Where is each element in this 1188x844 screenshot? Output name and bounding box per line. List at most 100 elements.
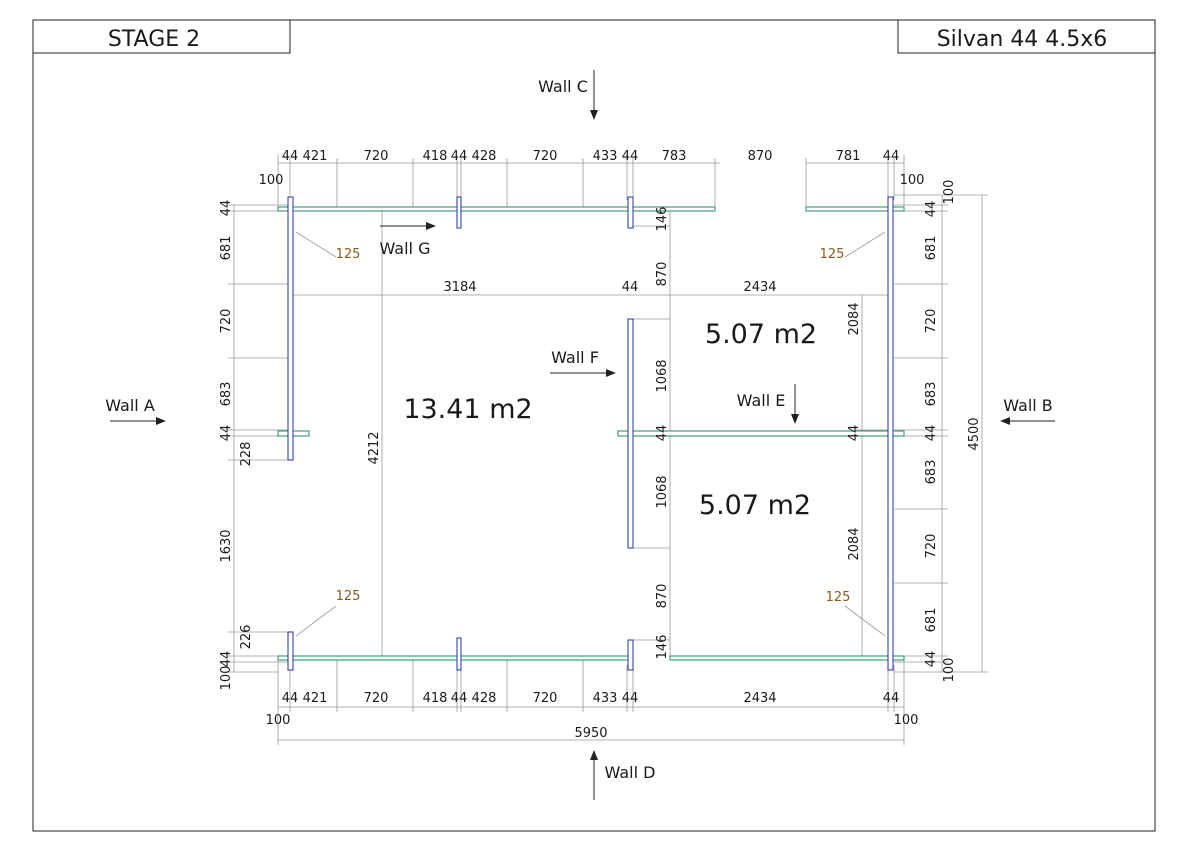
dim-label: 100 (266, 713, 291, 728)
corner-label: 125 (820, 247, 845, 262)
bottom-post-g (456, 637, 462, 671)
dim-label: 781 (836, 149, 861, 164)
dim-label: 44 (219, 651, 234, 668)
dim-label: 421 (303, 149, 328, 164)
top-log-right (805, 206, 905, 212)
dim-label: 720 (533, 691, 558, 706)
dim-label: 428 (472, 691, 497, 706)
dim-label: 44 (883, 149, 900, 164)
dim-label: 2084 (847, 527, 862, 560)
overall-width-label: 5950 (574, 726, 607, 741)
dim-label: 44 (219, 200, 234, 217)
dim-label: 681 (924, 608, 939, 633)
dim-label: 2434 (743, 280, 776, 295)
wall-e-log (617, 430, 905, 437)
dim-label: 681 (219, 236, 234, 261)
wall-c-label: Wall C (538, 77, 588, 96)
wall-b-label: Wall B (1003, 396, 1053, 415)
drawing-frame (32, 19, 1156, 832)
dim-label: 2434 (743, 691, 776, 706)
dim-label: 720 (533, 149, 558, 164)
dim-label: 44 (282, 149, 299, 164)
dim-label: 100 (900, 173, 925, 188)
wall-arrows (110, 70, 1055, 800)
dim-label: 44 (219, 425, 234, 442)
dim-label: 226 (239, 625, 254, 650)
dim-label: 428 (472, 149, 497, 164)
dim-label: 100 (894, 713, 919, 728)
dim-label: 683 (924, 382, 939, 407)
dimension-lines (228, 155, 988, 745)
wall-e-label: Wall E (737, 391, 786, 410)
interior-dimension-labels: 3184 44 2434 4212 146 870 1068 44 1068 8… (367, 207, 862, 660)
dim-label: 2084 (847, 302, 862, 335)
bottom-dimension-labels: 44 421 720 418 44 428 720 433 44 2434 44… (266, 691, 919, 741)
dim-label: 418 (423, 691, 448, 706)
dim-label: 44 (924, 201, 939, 218)
corner-label: 125 (826, 590, 851, 605)
dim-label: 870 (748, 149, 773, 164)
stage-title: STAGE 2 (108, 27, 200, 52)
dim-label: 433 (593, 149, 618, 164)
dim-label: 1630 (219, 529, 234, 562)
dim-label: 720 (924, 309, 939, 334)
dim-label: 44 (622, 149, 639, 164)
room-area-main: 13.41 m2 (403, 394, 532, 425)
dim-label: 44 (924, 425, 939, 442)
corner-label: 125 (336, 247, 361, 262)
wall-d-label: Wall D (605, 763, 656, 782)
room-area-lower-right: 5.07 m2 (699, 490, 811, 521)
dim-label: 44 (883, 691, 900, 706)
stage-title-box (32, 19, 291, 54)
dim-label: 44 (622, 691, 639, 706)
wall-a-label: Wall A (105, 396, 155, 415)
model-title: Silvan 44 4.5x6 (937, 27, 1108, 52)
dim-label: 44 (847, 425, 862, 442)
bottom-log-right (669, 655, 905, 661)
dim-label: 100 (942, 658, 957, 683)
wall-f-log (627, 318, 634, 549)
dim-label: 146 (655, 635, 670, 660)
dim-label: 720 (364, 691, 389, 706)
overall-depth-label: 4500 (967, 417, 982, 450)
dim-label: 1068 (655, 475, 670, 508)
dim-label: 870 (655, 262, 670, 287)
dim-label: 1068 (655, 359, 670, 392)
dim-label: 44 (924, 651, 939, 668)
dim-label: 44 (655, 425, 670, 442)
dim-label: 4212 (367, 431, 382, 464)
model-title-box (897, 19, 1156, 54)
dim-label: 720 (364, 149, 389, 164)
dim-label: 683 (219, 382, 234, 407)
bottom-log-left (277, 655, 634, 661)
bottom-post-f (627, 639, 634, 671)
dim-label: 720 (219, 309, 234, 334)
dim-label: 720 (924, 534, 939, 559)
top-dimension-labels: 44 421 720 418 44 428 720 433 44 783 870… (259, 149, 925, 188)
left-wall-post-top (287, 196, 294, 461)
dim-label: 433 (593, 691, 618, 706)
room-area-upper-right: 5.07 m2 (705, 319, 817, 350)
dim-label: 44 (451, 149, 468, 164)
dim-label: 683 (924, 460, 939, 485)
corner-labels: 125 125 125 125 (336, 247, 851, 605)
dim-label: 418 (423, 149, 448, 164)
top-post-f (627, 196, 634, 229)
dim-label: 681 (924, 236, 939, 261)
dim-label: 100 (942, 180, 957, 205)
dim-label: 870 (655, 584, 670, 609)
dim-label: 146 (655, 207, 670, 232)
wall-f-label: Wall F (551, 348, 599, 367)
dim-label: 783 (662, 149, 687, 164)
posts (287, 196, 894, 671)
dim-label: 44 (451, 691, 468, 706)
dim-label: 228 (239, 442, 254, 467)
dim-label: 421 (303, 691, 328, 706)
corner-label: 125 (336, 589, 361, 604)
left-wall-post-bottom (287, 631, 294, 671)
right-wall-post (887, 196, 894, 671)
top-log-left (277, 206, 716, 212)
dim-label: 3184 (443, 280, 476, 295)
dim-label: 44 (622, 280, 639, 295)
